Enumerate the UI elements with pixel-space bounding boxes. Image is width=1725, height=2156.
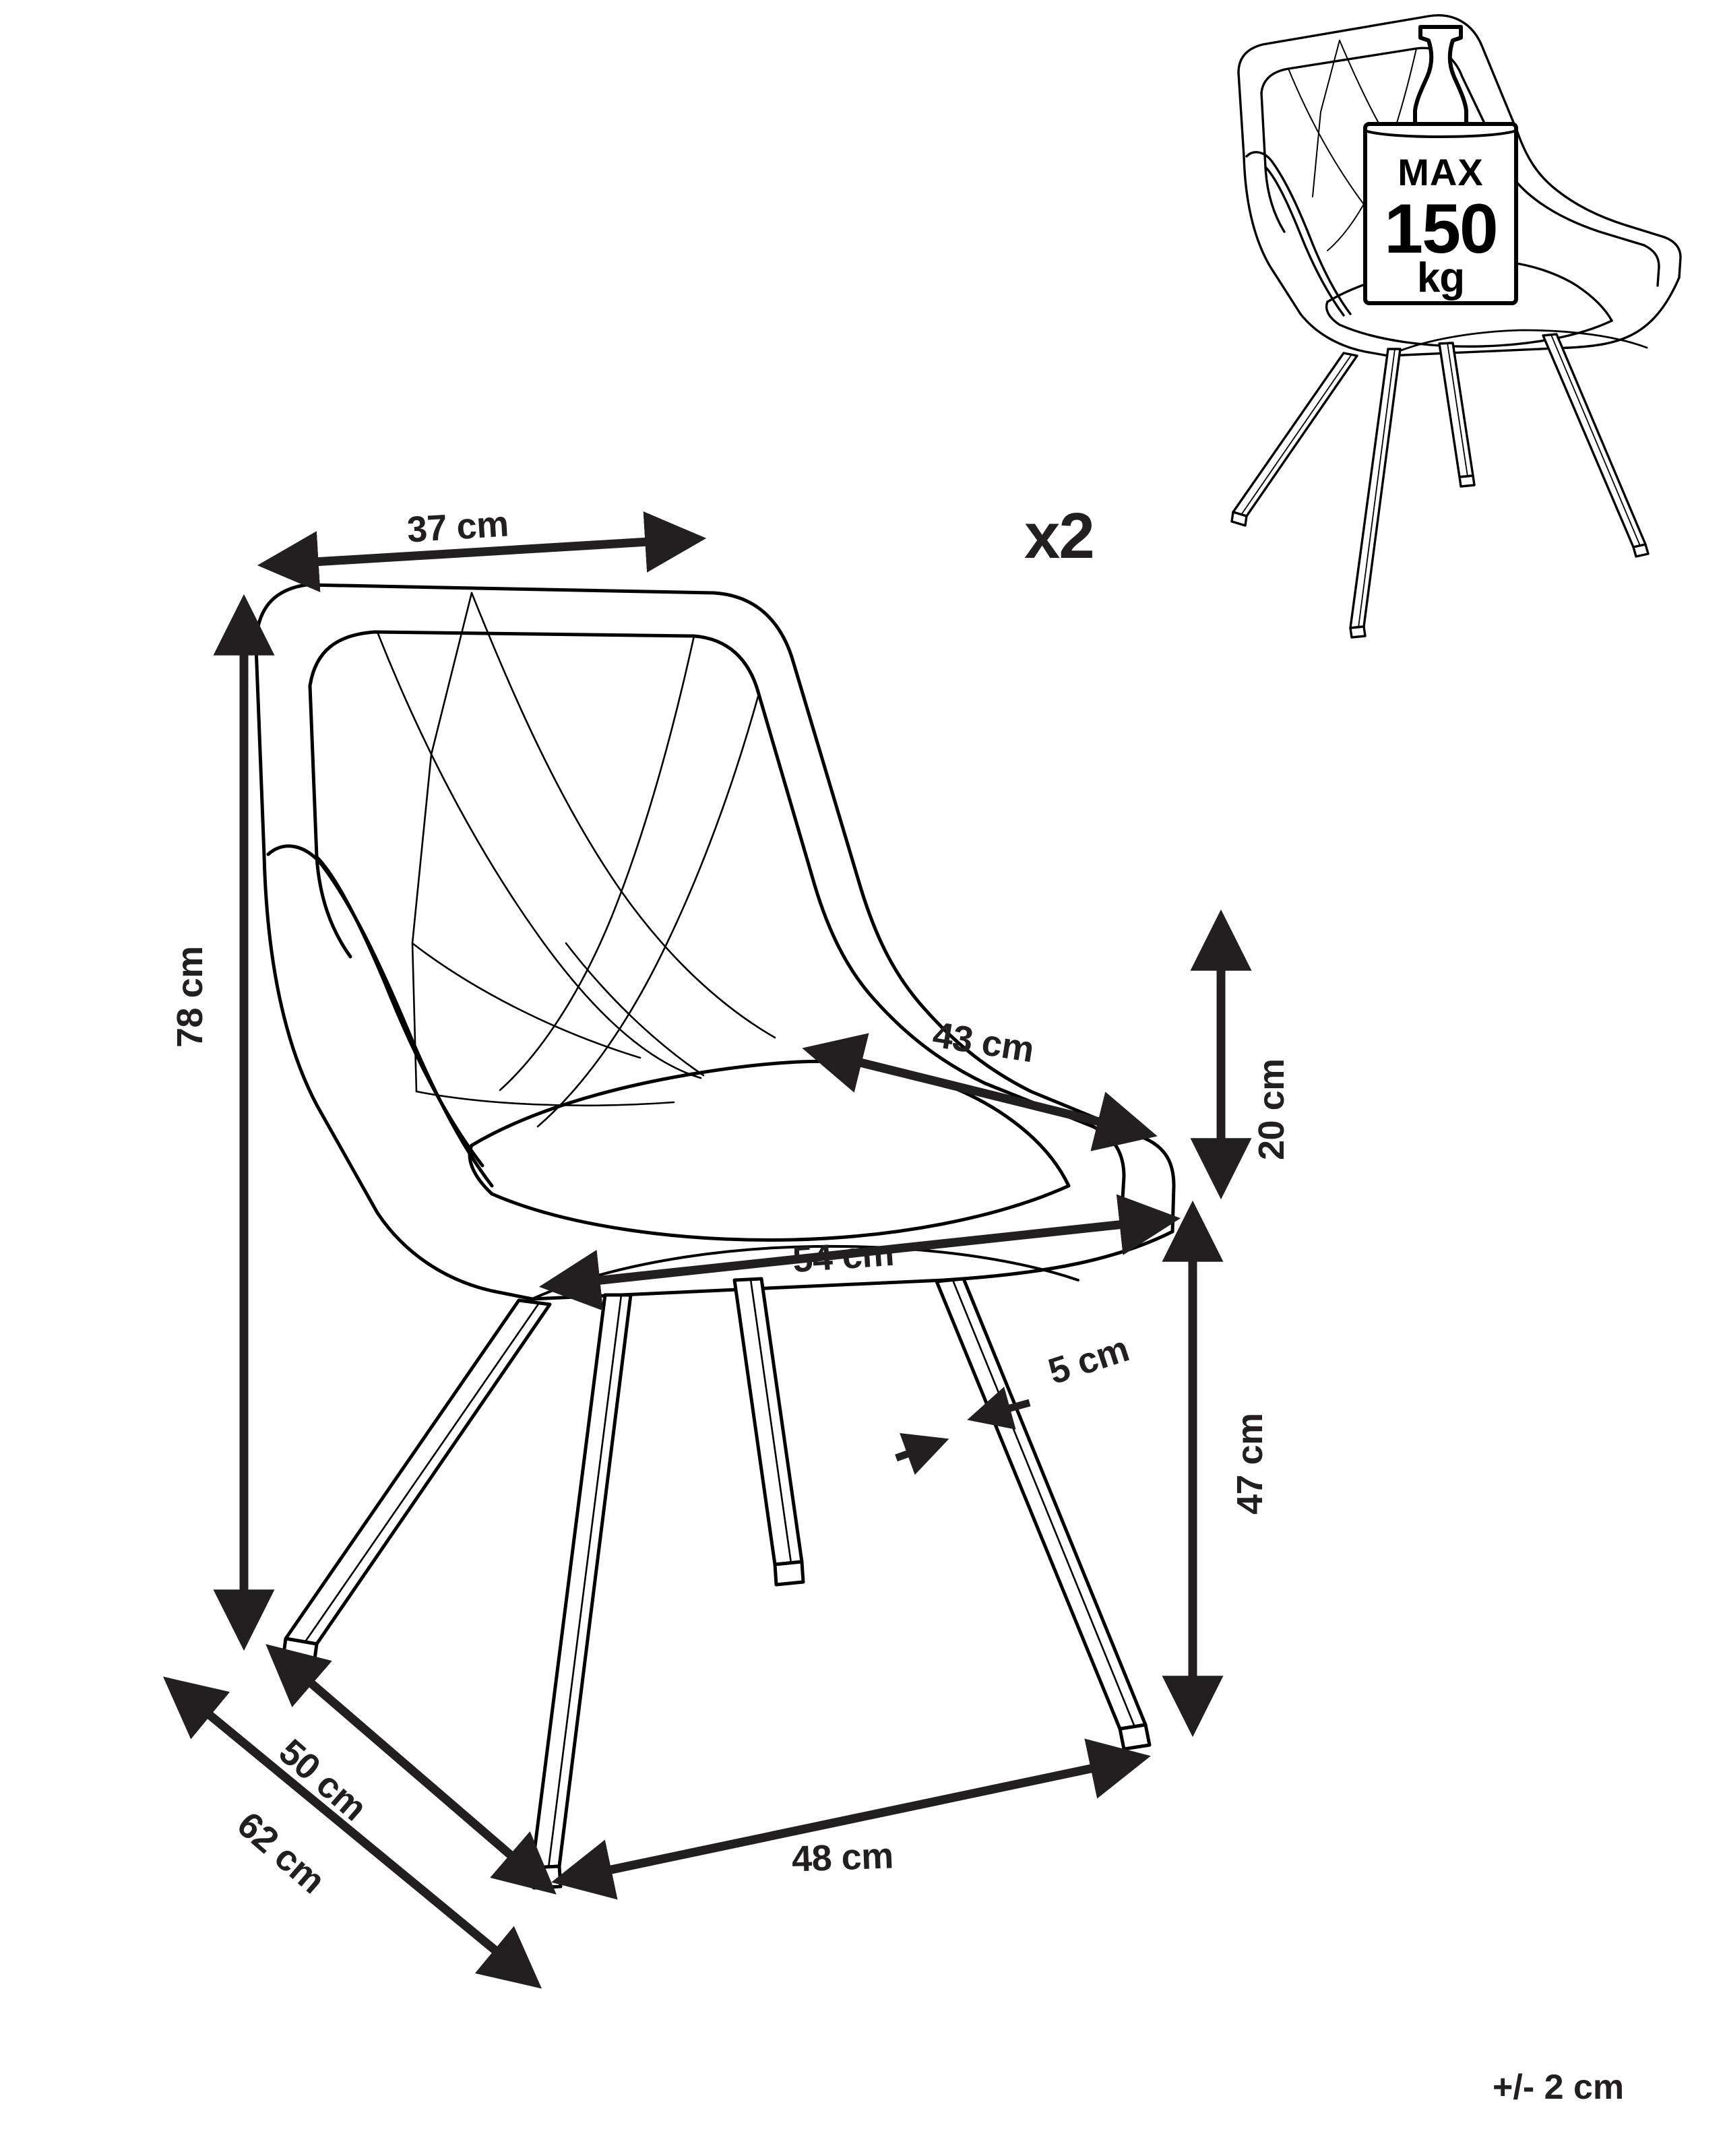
weight-block-icon xyxy=(1363,25,1518,305)
dim-line-48 xyxy=(551,1738,1151,1900)
dim-line-62 xyxy=(162,1676,542,1989)
quantity-marker: x2 xyxy=(1024,500,1095,572)
tolerance-note: +/- 2 cm xyxy=(1493,2068,1625,2107)
weight-unit: kg xyxy=(1416,255,1465,301)
dim-line-5 xyxy=(895,1387,1031,1476)
weight-max-label: MAX xyxy=(1398,151,1484,193)
dim-line-37 xyxy=(257,511,707,593)
dim-line-54 xyxy=(538,1194,1181,1311)
weight-value: 150 xyxy=(1384,190,1499,268)
dim-line-43 xyxy=(802,1033,1158,1151)
